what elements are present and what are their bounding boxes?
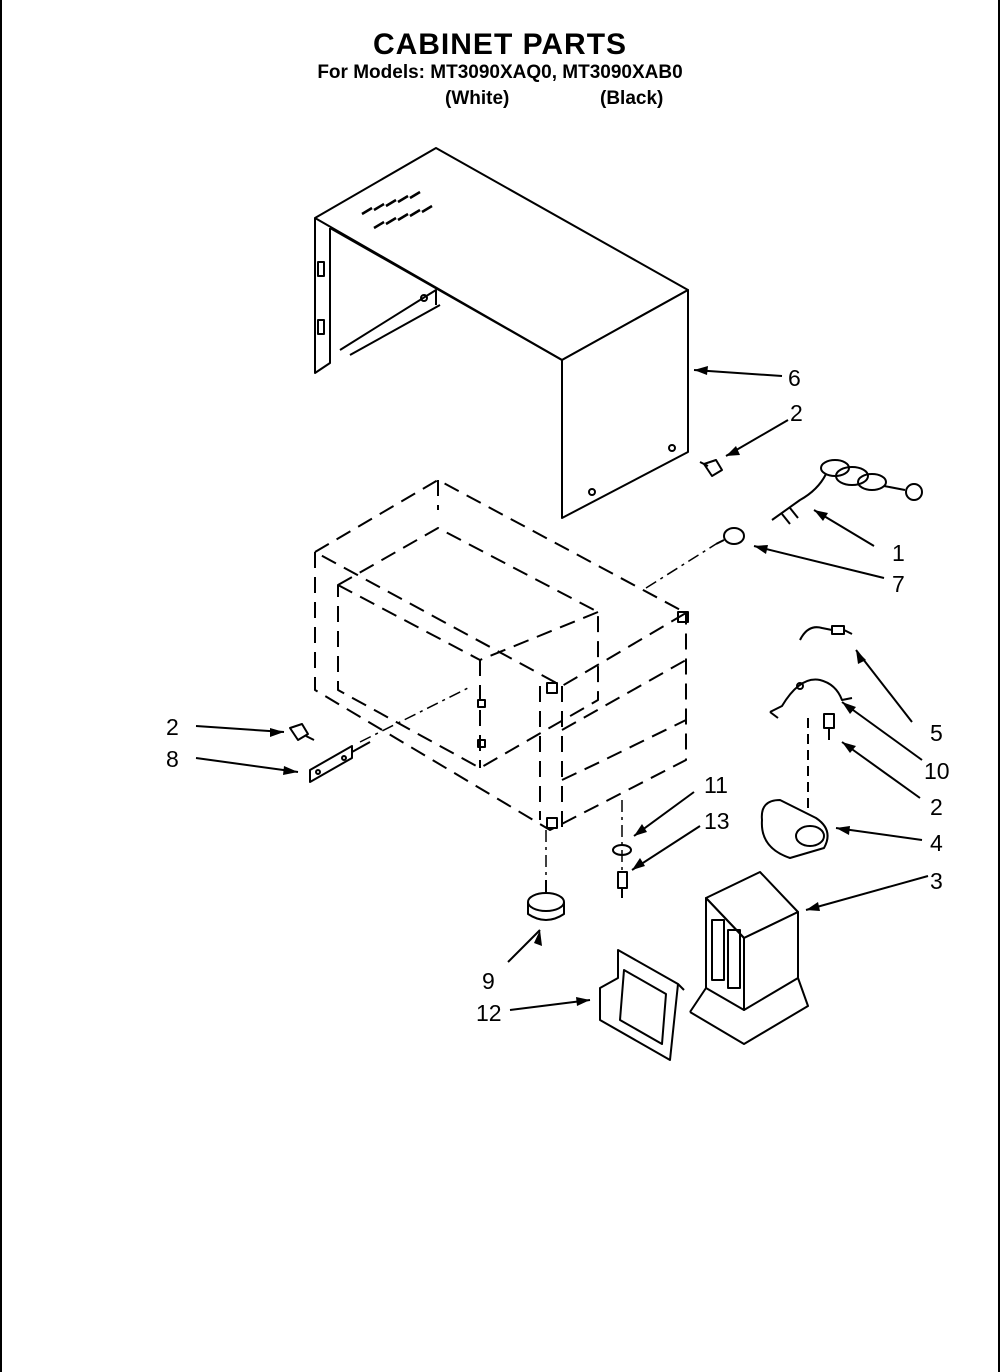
callout-arrows — [195, 369, 929, 1011]
models-line: For Models: MT3090XAQ0, MT3090XAB0 — [317, 62, 683, 83]
callout-5: 5 — [930, 720, 943, 746]
callout-3: 3 — [930, 868, 943, 894]
callout-8: 8 — [166, 746, 179, 772]
callout-2-top: 2 — [790, 400, 803, 426]
variant-black-label: (Black) — [600, 88, 664, 109]
power-cord-part — [771, 459, 923, 525]
right-border — [998, 0, 1000, 1372]
capacitor-clamp-part — [769, 678, 853, 719]
strain-relief-part — [715, 527, 745, 545]
callout-10: 10 — [924, 758, 950, 784]
callout-7: 7 — [892, 571, 905, 597]
callout-9: 9 — [482, 968, 495, 994]
callout-arrowheads — [270, 366, 866, 1006]
oven-chassis-outline — [314, 479, 687, 831]
callout-1: 1 — [892, 540, 905, 566]
screw-part-top — [699, 459, 723, 477]
transformer-part — [689, 871, 809, 1045]
capacitor-part — [760, 718, 829, 859]
diagram-title: CABINET PARTS — [372, 28, 628, 61]
callout-2-right: 2 — [930, 794, 943, 820]
screw-part-13 — [617, 871, 628, 898]
callout-11: 11 — [704, 772, 728, 798]
left-border — [0, 0, 2, 1372]
callout-13: 13 — [704, 808, 730, 834]
chassis-corner-marks — [477, 611, 689, 829]
callout-12: 12 — [476, 1000, 502, 1026]
assembly-leader-lines — [359, 543, 717, 880]
cover-plate-part — [599, 949, 685, 1061]
callout-4: 4 — [930, 830, 943, 856]
outer-wrapper-part — [314, 147, 689, 519]
callout-2-left: 2 — [166, 714, 179, 740]
diode-part — [799, 625, 853, 641]
variant-white-label: (White) — [445, 88, 510, 109]
callout-6: 6 — [788, 365, 801, 391]
screw-part-left — [289, 723, 315, 741]
mounting-bracket-part — [309, 741, 371, 783]
foot-part — [527, 880, 565, 921]
screw-part-right — [823, 713, 835, 740]
